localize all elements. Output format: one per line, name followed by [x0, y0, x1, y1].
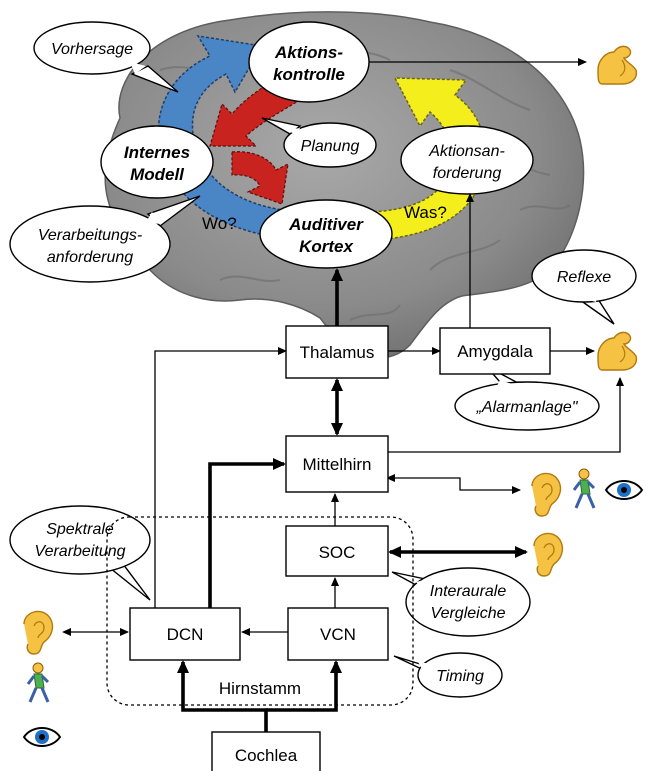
bubble-reflexe: Reflexe — [531, 249, 637, 325]
cochlea-label: Cochlea — [235, 746, 298, 765]
bubble-spektrale-verarbeitung: Spektrale Verarbeitung — [9, 505, 151, 601]
arrow-dcn-thalamus — [154, 347, 287, 610]
bubble-verarbeitungsanforderung: Verarbeitungs- anforderung — [9, 195, 201, 283]
aktionsanforderung-line2: forderung — [433, 165, 502, 182]
soc-label: SOC — [319, 543, 356, 562]
aktionskontrolle-line1: Aktions- — [274, 43, 343, 62]
person-walking-icon — [26, 662, 50, 703]
node-aktionskontrolle: Aktions- kontrolle — [248, 21, 370, 103]
box-mittelhirn: Mittelhirn — [285, 435, 389, 493]
hirnstamm-label: Hirnstamm — [219, 679, 301, 698]
flexed-biceps-icon — [597, 331, 638, 371]
box-amygdala: Amygdala — [439, 327, 551, 375]
arrow-cochlea-branch — [177, 660, 268, 732]
mittelhirn-label: Mittelhirn — [303, 455, 372, 474]
box-dcn: DCN — [129, 607, 241, 661]
planning-arrow — [209, 83, 302, 205]
internes-modell-line2: Modell — [130, 165, 185, 184]
interaurale-line1: Interaurale — [430, 583, 507, 600]
reflexe-text: Reflexe — [557, 269, 611, 286]
hirnstamm-region — [106, 516, 414, 706]
verarbeitungsanforderung-line2: anforderung — [47, 249, 133, 266]
box-vcn: VCN — [287, 607, 389, 661]
bubble-timing: Timing — [393, 652, 503, 698]
timing-text: Timing — [436, 668, 484, 685]
what-label: Was? — [404, 203, 447, 222]
bubble-planung: Planung — [261, 117, 377, 168]
ear-icon — [23, 610, 54, 655]
auditiver-kortex-line1: Auditiver — [288, 215, 364, 234]
eye-icon — [22, 727, 62, 747]
person-walking-icon — [572, 468, 596, 509]
aktionskontrolle-line2: kontrolle — [273, 65, 345, 84]
bubble-interaurale-vergleiche: Interaurale Vergleiche — [391, 567, 531, 637]
connections — [62, 58, 624, 732]
what-stream-arrow — [369, 77, 487, 241]
dcn-label: DCN — [167, 625, 204, 644]
box-cochlea: Cochlea — [211, 731, 321, 771]
amygdala-label: Amygdala — [457, 342, 533, 361]
ear-icon — [533, 532, 564, 577]
auditiver-kortex-line2: Kortex — [299, 237, 354, 256]
vorhersage-text: Vorhersage — [51, 41, 133, 58]
spektrale-line1: Spektrale — [46, 521, 114, 538]
ear-icon — [531, 472, 562, 517]
arrow-mittelhirn-senses — [386, 474, 521, 494]
verarbeitungsanforderung-line1: Verarbeitungs- — [38, 227, 142, 244]
arrow-mittelhirn-muscle — [388, 377, 624, 453]
node-aktionsanforderung: Aktionsan- forderung — [400, 125, 534, 195]
bubble-vorhersage: Vorhersage — [33, 21, 179, 93]
node-internes-modell: Internes Modell — [100, 125, 214, 199]
node-auditiver-kortex: Auditiver Kortex — [259, 199, 393, 269]
interaurale-line2: Vergleiche — [430, 605, 505, 622]
box-thalamus: Thalamus — [285, 325, 389, 379]
alarmanlage-text: „Alarmanlage" — [476, 399, 579, 416]
spektrale-line2: Verarbeitung — [34, 543, 125, 560]
vcn-label: VCN — [320, 625, 356, 644]
where-label: Wo? — [202, 214, 237, 233]
bubble-alarmanlage: „Alarmanlage" — [454, 365, 600, 431]
eye-icon — [604, 480, 644, 500]
arrow-cochlea-vcn — [266, 660, 342, 712]
brain-image — [104, 11, 585, 359]
aktionsanforderung-line1: Aktionsan- — [428, 143, 505, 160]
arrow-dcn-mittelhirn — [208, 458, 286, 608]
thalamus-label: Thalamus — [300, 343, 375, 362]
internes-modell-line1: Internes — [124, 143, 190, 162]
planung-text: Planung — [301, 138, 360, 155]
flexed-biceps-icon — [597, 45, 638, 85]
box-soc: SOC — [285, 525, 389, 577]
